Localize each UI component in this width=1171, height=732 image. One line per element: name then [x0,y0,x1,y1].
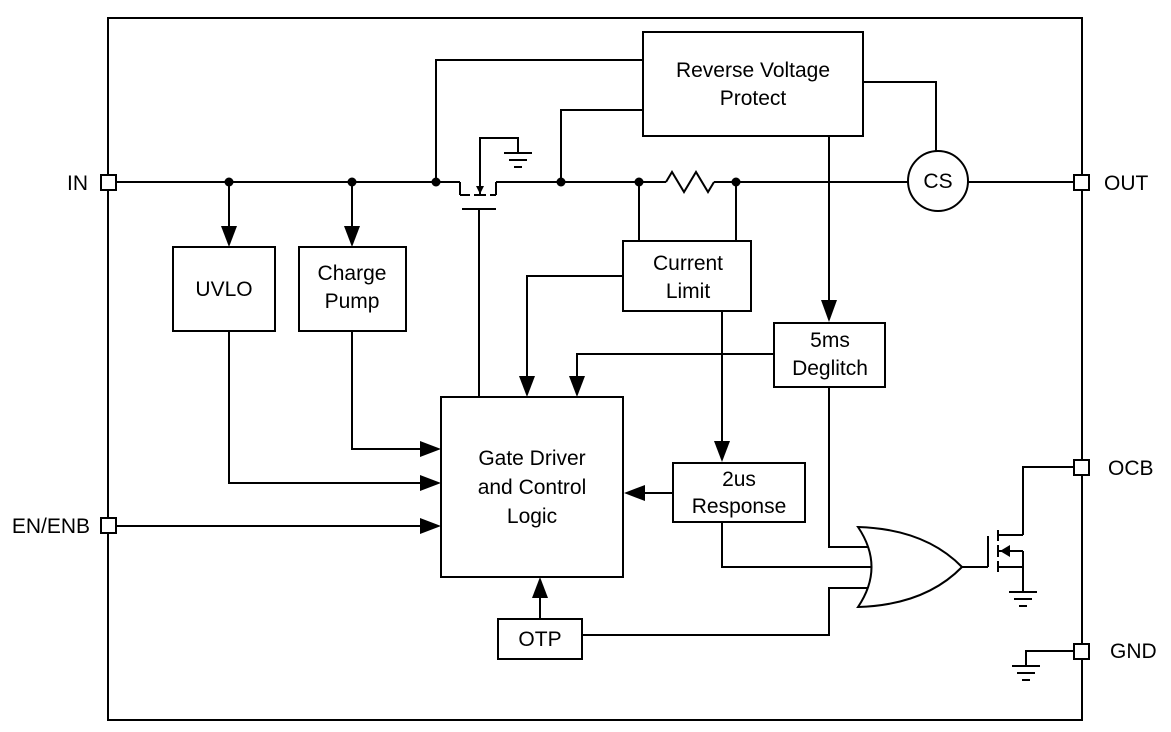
pass-mosfet [459,137,519,396]
current-limit-block: Current Limit [622,240,752,312]
cs-label: CS [923,170,952,193]
arrow-icon [714,441,730,462]
charge-pump-label-1: Charge [318,262,387,285]
ground-icon [1012,665,1040,681]
pin-in [100,174,117,191]
pin-out [1073,174,1090,191]
charge-pump-block: Charge Pump [298,246,407,332]
rvp-cs-wire [863,81,937,152]
arrow-icon [624,485,645,501]
deglitch-block: 5ms Deglitch [773,322,886,388]
rvp-mid-wire [560,109,643,182]
current-sense-block: CS [907,150,969,212]
ground-icon [504,152,532,168]
rvp-in-wire [435,59,643,182]
arrow-icon [420,441,441,457]
ground-icon [1009,591,1037,607]
pin-ocb-label: OCB [1108,457,1154,480]
pin-out-label: OUT [1104,172,1149,195]
arrow-icon [420,518,441,534]
current-limit-label-2: Limit [666,280,711,303]
pin-in-label: IN [67,172,88,195]
deglitch-to-or-wire [828,387,868,548]
otp-block: OTP [497,618,583,660]
charge-pump-label-2: Pump [325,290,380,313]
pin-en-label: EN/ENB [12,515,90,538]
pin-gnd [1073,643,1090,660]
gnd-wire [1025,650,1074,665]
response-label-2: Response [692,495,787,518]
pin-gnd-label: GND [1110,640,1157,663]
arrow-icon [532,577,548,598]
gate-driver-label-2: and Control [478,476,587,499]
deglitch-label-2: Deglitch [792,357,868,380]
pin-en [100,517,117,534]
reverse-voltage-label-1: Reverse Voltage [676,59,830,82]
uvlo-to-gate-wire [228,331,420,484]
uvlo-label: UVLO [195,278,252,301]
gate-driver-label-1: Gate Driver [478,447,585,470]
package-outline [107,17,1083,721]
otp-to-or-wire [582,587,869,636]
response-to-or-wire [721,522,872,568]
deglitch-label-1: 5ms [810,329,850,352]
arrow-icon [821,300,837,322]
current-limit-to-gate-wire [526,275,623,376]
gate-driver-label-3: Logic [507,505,557,528]
sense-resistor [665,170,715,194]
arrow-icon [344,226,360,247]
pin-ocb [1073,459,1090,476]
arrow-icon [221,226,237,247]
reverse-voltage-protect-block: Reverse Voltage Protect [642,31,864,137]
response-block: 2us Response [672,462,806,523]
arrow-icon [420,475,441,491]
arrow-icon [569,376,585,397]
uvlo-block: UVLO [172,246,276,332]
or-gate-icon [856,525,964,609]
current-limit-label-1: Current [653,252,723,275]
arrow-icon [519,376,535,397]
response-label-1: 2us [722,468,756,491]
ocb-mosfet [987,466,1074,591]
reverse-voltage-label-2: Protect [720,87,787,110]
deglitch-to-gate-wire [576,353,774,376]
gate-driver-block: Gate Driver and Control Logic [440,396,624,578]
pump-to-gate-wire [351,331,420,450]
otp-label: OTP [518,628,561,651]
